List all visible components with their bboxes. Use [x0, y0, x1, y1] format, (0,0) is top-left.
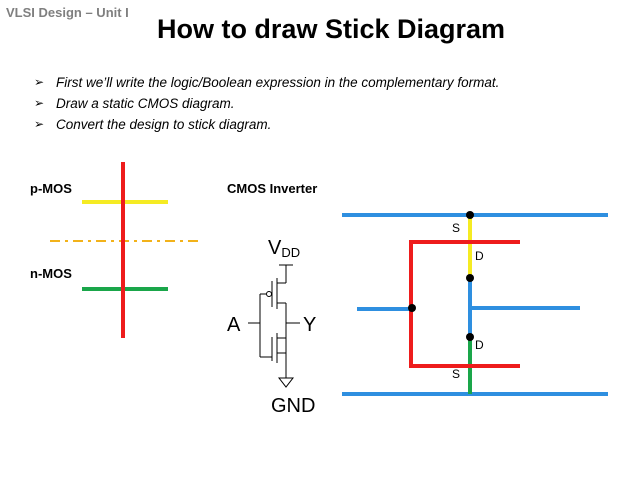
ground-label: GND	[271, 395, 315, 417]
bullet-item: ➢ First we’ll write the logic/Boolean exp…	[34, 72, 499, 93]
nmos-source-label: S	[452, 367, 460, 381]
input-label: A	[227, 314, 241, 336]
bullet-text: Draw a static CMOS diagram.	[56, 96, 235, 111]
unit-label: VLSI Design – Unit I	[6, 5, 129, 20]
vdd-label: VDD	[268, 237, 300, 260]
input-poly-contact	[408, 304, 416, 312]
pmos-drain-label: D	[475, 249, 484, 263]
vdd-contact	[466, 211, 474, 219]
slide-title-text: How to draw Stick Diagram	[156, 14, 506, 44]
bullet-text: Convert the design to stick diagram.	[56, 117, 272, 132]
polysilicon-gate-stick	[409, 240, 520, 368]
pmos-label: p-MOS	[30, 181, 72, 196]
bullet-item: ➢ Convert the design to stick diagram.	[34, 114, 499, 135]
bullet-list: ➢ First we’ll write the logic/Boolean exp…	[34, 72, 499, 135]
bullet-item: ➢ Draw a static CMOS diagram.	[34, 93, 499, 114]
arrow-bullet-icon: ➢	[34, 75, 45, 89]
pmos-drain-contact	[466, 274, 474, 282]
output-label: Y	[303, 314, 316, 336]
nmos-label: n-MOS	[30, 266, 72, 281]
pmos-source-label: S	[452, 221, 460, 235]
nmos-drain-label: D	[475, 338, 484, 352]
cmos-inverter-label: CMOS Inverter	[227, 181, 318, 196]
ground-symbol	[277, 377, 295, 388]
bullet-text: First we’ll write the logic/Boolean expr…	[56, 75, 500, 90]
nmos-drain-contact	[466, 333, 474, 341]
arrow-bullet-icon: ➢	[34, 117, 45, 131]
slide-title: How to draw Stick Diagram	[0, 14, 638, 45]
arrow-bullet-icon: ➢	[34, 96, 45, 110]
pmos-inversion-bubble	[266, 291, 272, 297]
